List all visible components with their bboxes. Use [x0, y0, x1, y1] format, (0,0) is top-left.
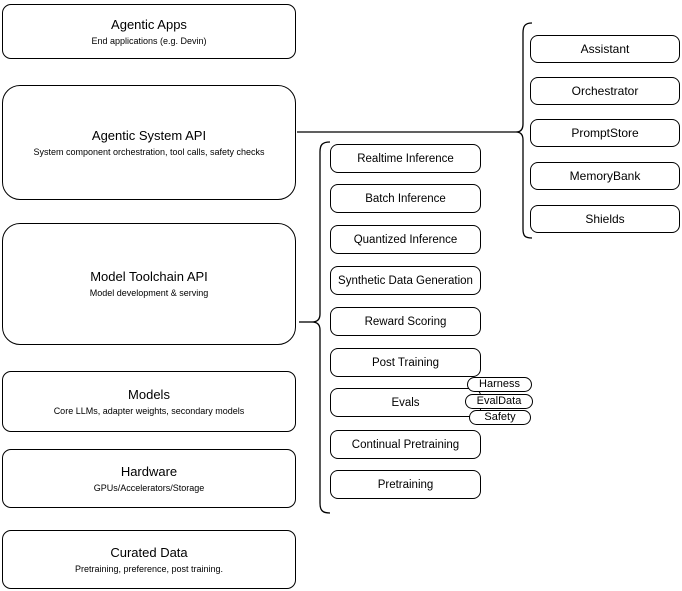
node-subtitle: Core LLMs, adapter weights, secondary mo… — [53, 405, 245, 416]
node-continual-pretraining: Continual Pretraining — [330, 430, 481, 459]
node-curated-data: Curated Data Pretraining, preference, po… — [2, 530, 296, 589]
node-subtitle: End applications (e.g. Devin) — [91, 35, 207, 46]
node-agentic-system-api: Agentic System API System component orch… — [2, 85, 296, 200]
node-title: Agentic Apps — [111, 16, 187, 32]
node-title: Models — [128, 386, 170, 402]
node-model-toolchain-api: Model Toolchain API Model development & … — [2, 223, 296, 345]
node-orchestrator: Orchestrator — [530, 77, 680, 105]
node-title: Model Toolchain API — [90, 269, 208, 284]
brace-system-components — [515, 22, 533, 239]
node-synthetic-data-generation: Synthetic Data Generation — [330, 266, 481, 295]
node-reward-scoring: Reward Scoring — [330, 307, 481, 336]
node-subtitle: GPUs/Accelerators/Storage — [93, 482, 205, 493]
node-agentic-apps: Agentic Apps End applications (e.g. Devi… — [2, 4, 296, 59]
node-title: Agentic System API — [91, 127, 207, 143]
tag-harness: Harness — [467, 377, 532, 392]
node-models: Models Core LLMs, adapter weights, secon… — [2, 371, 296, 432]
node-assistant: Assistant — [530, 35, 680, 63]
node-title: Curated Data — [110, 544, 188, 560]
node-realtime-inference: Realtime Inference — [330, 144, 481, 173]
brace-toolchain-services — [311, 141, 331, 514]
tag-safety: Safety — [469, 410, 531, 425]
tag-evaldata: EvalData — [465, 394, 533, 409]
node-evals: Evals — [330, 388, 481, 417]
node-subtitle: Model development & serving — [89, 288, 209, 298]
node-pretraining: Pretraining — [330, 470, 481, 499]
node-title: Hardware — [120, 463, 178, 479]
node-subtitle: System component orchestration, tool cal… — [33, 146, 265, 157]
node-quantized-inference: Quantized Inference — [330, 225, 481, 254]
node-batch-inference: Batch Inference — [330, 184, 481, 213]
node-promptstore: PromptStore — [530, 119, 680, 147]
node-post-training: Post Training — [330, 348, 481, 377]
node-memorybank: MemoryBank — [530, 162, 680, 190]
node-subtitle: Pretraining, preference, post training. — [74, 563, 224, 574]
node-shields: Shields — [530, 205, 680, 233]
node-hardware: Hardware GPUs/Accelerators/Storage — [2, 449, 296, 508]
